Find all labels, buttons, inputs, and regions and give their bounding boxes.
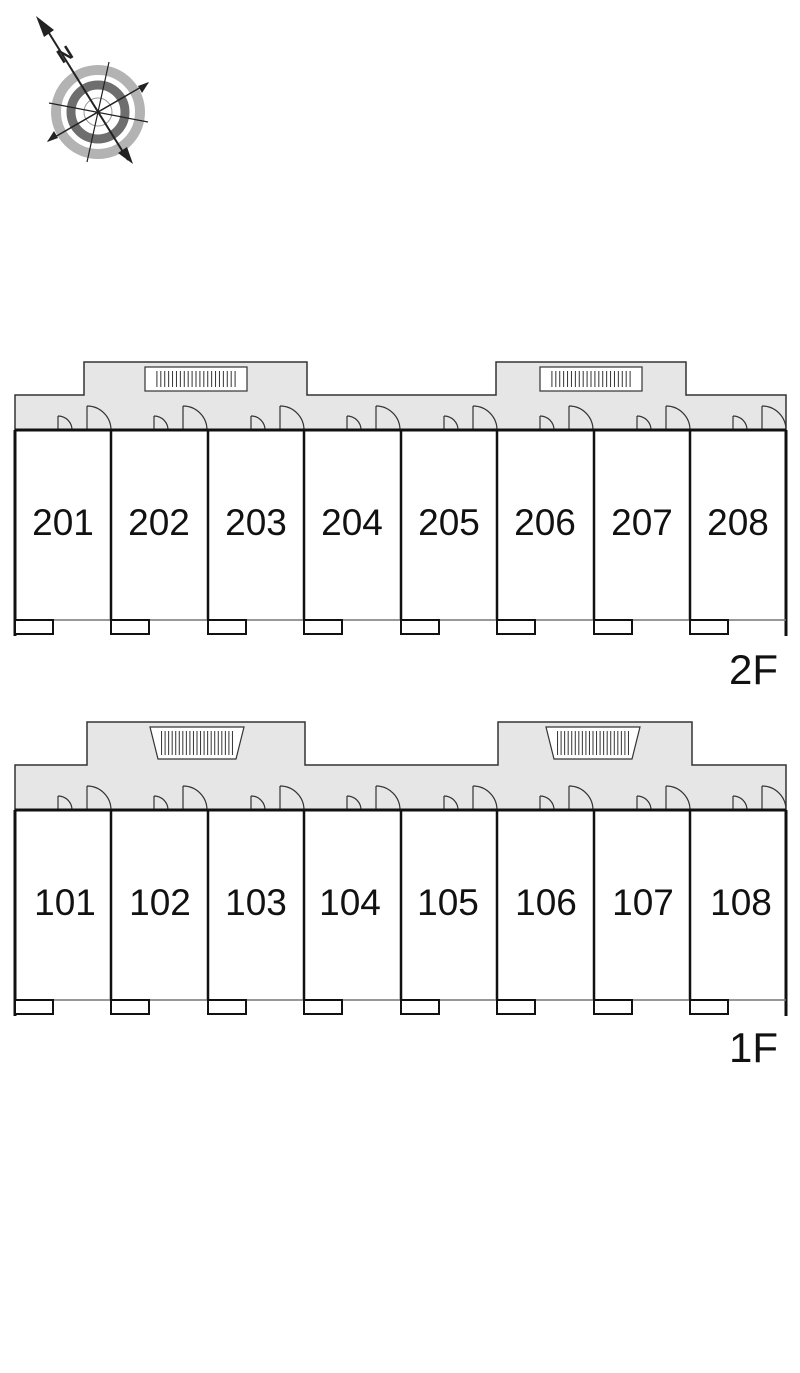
room-label: 102 (129, 882, 191, 923)
floor-label: 1F (729, 1024, 778, 1071)
room-label: 104 (319, 882, 381, 923)
room-label: 206 (514, 502, 576, 543)
room-label: 207 (611, 502, 673, 543)
room-label: 103 (225, 882, 287, 923)
compass-rose-icon: N (36, 16, 149, 164)
floor-label: 2F (729, 646, 778, 693)
room-label: 201 (32, 502, 94, 543)
room-label: 101 (34, 882, 96, 923)
room-label: 203 (225, 502, 287, 543)
room-label: 205 (418, 502, 480, 543)
stairs-icon (144, 366, 248, 392)
door-row-2f (57, 405, 787, 431)
room-label: 108 (710, 882, 772, 923)
floor-2-plan: 201 202 203 204 205 206 207 208 2F (13, 361, 788, 693)
room-label: 105 (417, 882, 479, 923)
units-2f (13, 428, 788, 636)
room-label: 106 (515, 882, 577, 923)
room-label: 204 (321, 502, 383, 543)
corridor-2f (14, 361, 787, 431)
room-label: 107 (612, 882, 674, 923)
floor-1-plan: 101 102 103 104 105 106 107 108 1F (13, 721, 788, 1071)
units-1f (13, 808, 788, 1016)
room-label: 202 (128, 502, 190, 543)
stairs-icon (539, 366, 643, 392)
corridor-1f (14, 721, 787, 811)
stairs-icon (149, 726, 245, 760)
room-label: 208 (707, 502, 769, 543)
stairs-icon (545, 726, 641, 760)
door-row-1f (57, 785, 787, 811)
